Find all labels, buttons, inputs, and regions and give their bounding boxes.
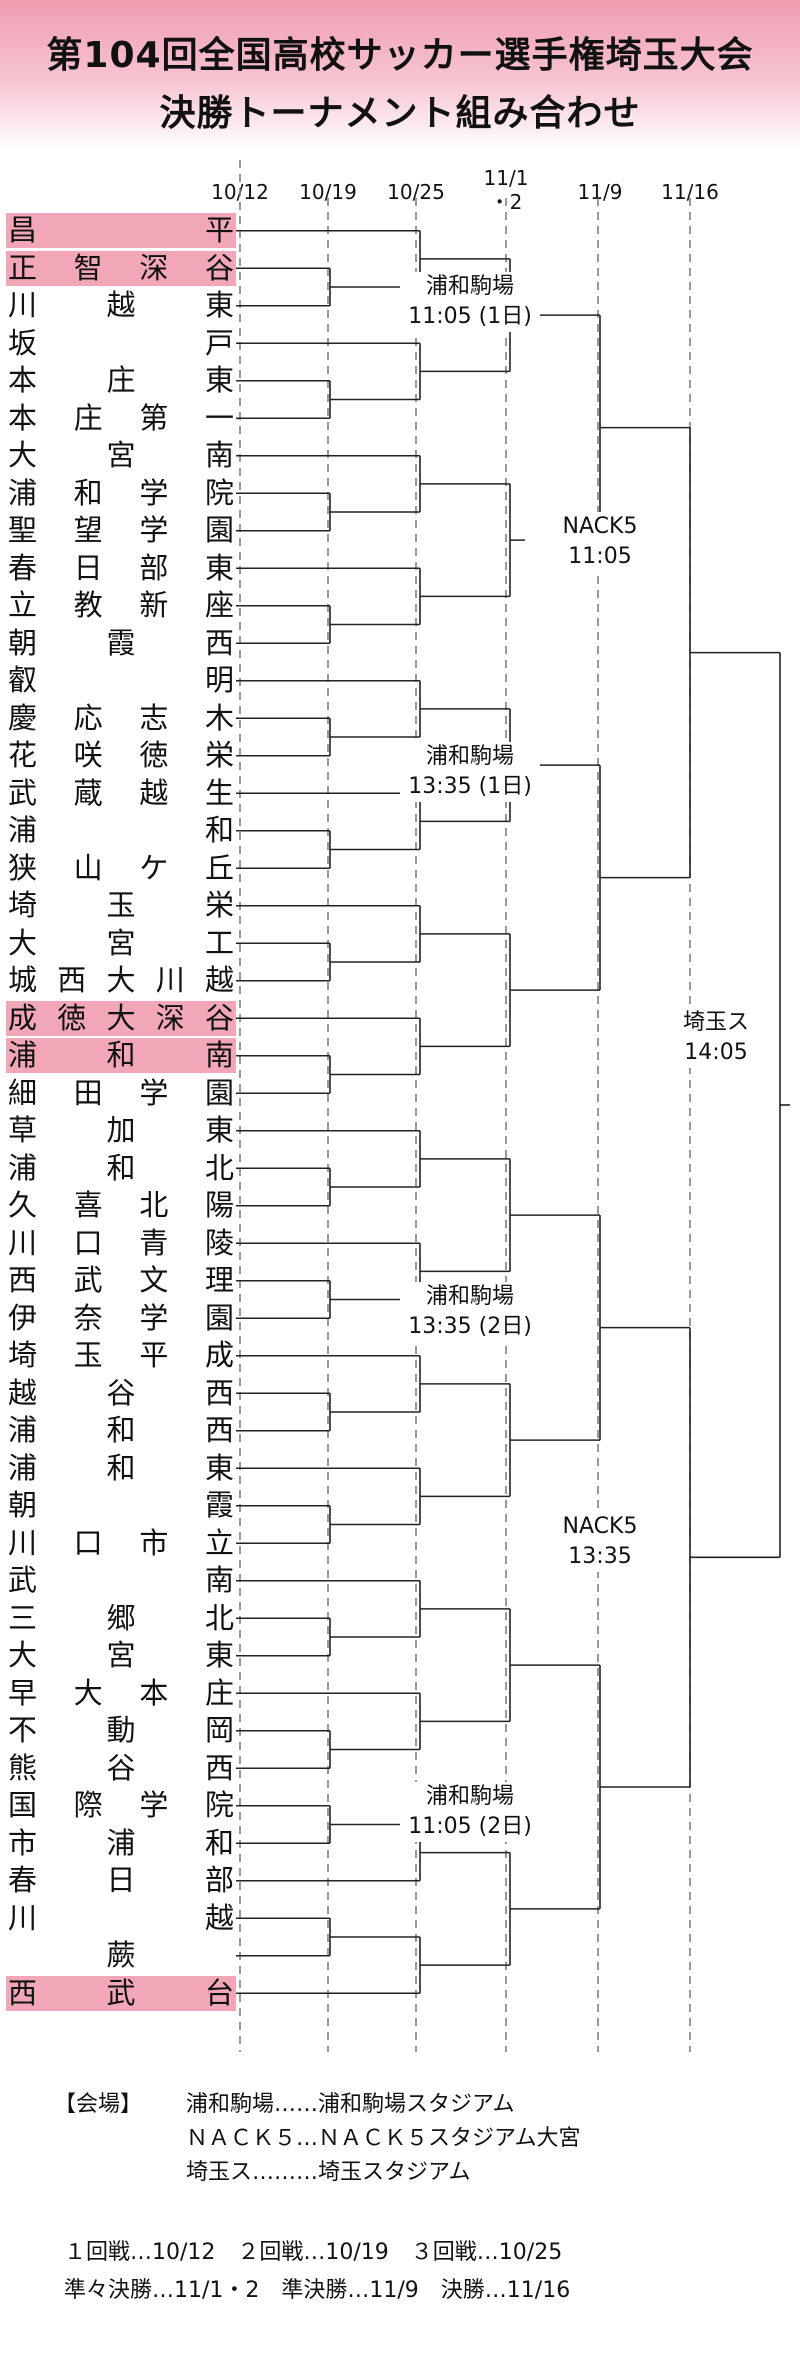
team-row: 大宮工 [8, 925, 234, 960]
venue-label: NACK5 13:35 [525, 1512, 675, 1572]
team-row: 大宮南 [8, 438, 234, 472]
team-row: 聖望学園 [8, 513, 234, 547]
team-row: 浦和東 [8, 1450, 234, 1485]
team-row: 正智深谷 [6, 250, 236, 286]
venue-name: 浦和駒場 [425, 1784, 514, 1809]
team-row: 不動岡 [8, 1713, 234, 1747]
team-row: 市浦和 [8, 1825, 234, 1860]
venue-label: 埼玉ス 14:05 [661, 1008, 771, 1068]
team-row: 川越 [8, 1900, 234, 1935]
team-row: 久喜北陽 [8, 1188, 234, 1222]
title-banner: 第104回全国高校サッカー選手権埼玉大会 決勝トーナメント組み合わせ [0, 0, 800, 150]
team-row: 早大本庄 [8, 1675, 234, 1710]
team-row: 狭山ケ丘 [8, 850, 234, 885]
team-row: 埼玉平成 [8, 1338, 234, 1372]
team-row: 成徳大深谷 [6, 1000, 236, 1036]
team-row: 川越東 [8, 288, 234, 322]
team-row: 城西大川越 [8, 963, 234, 997]
team-row: 春日部東 [8, 550, 234, 585]
venue-label: 浦和駒場 13:35 (1日) [400, 742, 540, 802]
team-row: 川口市立 [8, 1525, 234, 1560]
venue-legend-heading: 【会場】 [54, 2092, 143, 2117]
team-row: 立教新座 [8, 588, 234, 622]
venue-label: 浦和駒場 11:05 (2日) [400, 1782, 540, 1842]
team-row: 朝霞西 [8, 625, 234, 660]
team-row: 伊奈学園 [8, 1300, 234, 1335]
schedule-legend-line: １回戦…10/12 ２回戦…10/19 ３回戦…10/25 [64, 2240, 563, 2265]
team-row: 武蔵越生 [8, 775, 234, 810]
team-row: 本庄東 [8, 363, 234, 397]
team-row: 昌平 [6, 213, 236, 248]
venue-time: 13:35 (2日) [408, 1314, 532, 1339]
team-row: 国際学院 [8, 1788, 234, 1822]
venue-time: 13:35 [568, 1544, 632, 1569]
tournament-title: 第104回全国高校サッカー選手権埼玉大会 [46, 35, 754, 76]
team-row: 西武台 [6, 1975, 236, 2011]
venue-label: 浦和駒場 11:05 (1日) [400, 272, 540, 332]
team-row: 本庄第一 [8, 400, 234, 435]
venue-label: 浦和駒場 13:35 (2日) [400, 1282, 540, 1342]
venue-time: 11:05 (1日) [408, 304, 532, 329]
team-row: 慶応志木 [8, 700, 234, 735]
venue-time: 11:05 (2日) [408, 1814, 532, 1839]
round-date-4: 11/1 ・2 [483, 166, 529, 214]
bracket-subtitle: 決勝トーナメント組み合わせ [159, 93, 641, 134]
venue-name: NACK5 [562, 514, 638, 539]
venue-time: 14:05 [684, 1040, 748, 1065]
venue-legend-line: 浦和駒場……浦和駒場スタジアム [186, 2092, 515, 2117]
round-date-5: 11/9 [577, 180, 623, 204]
venue-label: NACK5 11:05 [525, 512, 675, 572]
team-row: 浦和北 [8, 1150, 234, 1185]
team-row: 細田学園 [8, 1075, 234, 1110]
team-row: 武南 [8, 1563, 234, 1597]
team-row: 蕨 [106, 1938, 136, 1972]
venue-legend-line: ＮＡＣＫ５…ＮＡＣＫ５スタジアム大宮 [186, 2126, 581, 2151]
team-row: 浦和南 [6, 1038, 236, 1073]
venue-name: 埼玉ス [682, 1010, 749, 1035]
venue-name: 浦和駒場 [425, 1284, 514, 1309]
team-row: 朝霞 [8, 1488, 234, 1522]
team-row: 埼玉栄 [8, 888, 234, 922]
team-row: 春日部 [8, 1863, 234, 1897]
team-row: 坂戸 [8, 325, 234, 360]
team-row: 浦和西 [8, 1413, 234, 1447]
venue-name: 浦和駒場 [425, 744, 514, 769]
team-row: 浦和学院 [8, 475, 234, 510]
venue-legend-line: 埼玉ス………埼玉スタジアム [186, 2160, 471, 2185]
venue-name: NACK5 [562, 1514, 638, 1539]
team-row: 浦和 [8, 813, 234, 847]
team-row: 川口青陵 [8, 1225, 234, 1260]
team-row: 叡明 [8, 663, 234, 697]
team-row: 越谷西 [8, 1375, 234, 1410]
venue-time: 11:05 [568, 544, 632, 569]
team-row: 草加東 [8, 1113, 234, 1147]
team-row: 大宮東 [8, 1638, 234, 1672]
venue-time: 13:35 (1日) [408, 774, 532, 799]
team-row: 花咲徳栄 [8, 738, 234, 772]
venue-name: 浦和駒場 [425, 274, 514, 299]
team-row: 熊谷西 [8, 1750, 234, 1785]
team-row: 西武文理 [8, 1263, 234, 1297]
team-row: 三郷北 [8, 1600, 234, 1635]
schedule-legend-line: 準々決勝…11/1・2 準決勝…11/9 決勝…11/16 [64, 2278, 571, 2303]
